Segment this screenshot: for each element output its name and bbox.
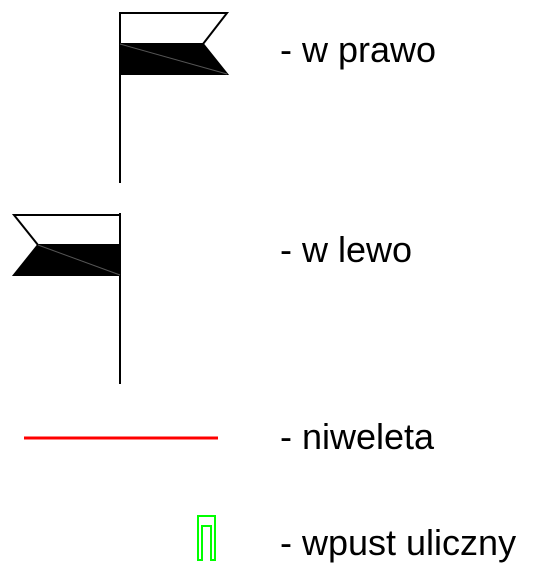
- legend-item-flag-right: - w prawo: [0, 0, 559, 200]
- street-inlet-icon: [197, 515, 216, 561]
- red-line-icon: [24, 436, 218, 440]
- legend-item-grade-line: - niweleta: [0, 400, 559, 480]
- legend-label-right: - w prawo: [280, 29, 437, 70]
- legend-label-street-inlet: - wpust uliczny: [280, 522, 517, 563]
- flag-right-icon: [119, 12, 230, 183]
- flag-left-icon: [11, 213, 121, 384]
- legend-item-flag-left: - w lewo: [0, 200, 559, 400]
- legend-label-left: - w lewo: [280, 229, 413, 270]
- legend-item-street-inlet: - wpust uliczny: [0, 500, 559, 565]
- legend-label-grade-line: - niweleta: [280, 416, 435, 457]
